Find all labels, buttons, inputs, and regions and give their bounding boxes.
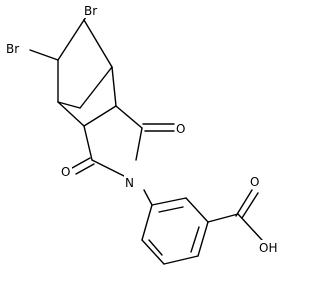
carboxyl-bonds — [207, 189, 263, 241]
imide-ring-bonds — [83, 105, 143, 177]
bond-n-phenyl — [143, 189, 153, 206]
atom-label-oh: OH — [259, 241, 277, 255]
bond-c1-c2 — [83, 19, 113, 68]
bond-carbonyl-right-n — [135, 127, 143, 161]
carbonyl-bonds — [71, 123, 175, 175]
bond-c6-br-left — [29, 49, 59, 61]
ring-inner-double-3 — [148, 239, 163, 256]
ring-bond-3 — [197, 221, 209, 257]
chemical-structure: Br Br O O N O OH — [4, 2, 280, 265]
bond-c7-carbonyl-right — [115, 105, 143, 129]
double-bond-carboxyl-o-a — [235, 189, 253, 217]
bicyclic-core-bonds — [57, 19, 117, 127]
atom-labels: Br Br O O N O OH — [4, 2, 280, 255]
ring-bond-5 — [141, 239, 165, 265]
bond-c4-c3 — [79, 66, 113, 109]
bond-c3a-carbonyl-left — [83, 125, 93, 161]
ring-bond-4 — [163, 255, 199, 265]
ring-inner-double-1 — [158, 206, 184, 213]
ring-bond-1 — [151, 197, 187, 206]
bond-c5-c3a — [57, 101, 85, 127]
atom-label-carboxyl-o: O — [250, 175, 259, 189]
bond-c7-c3a — [83, 105, 117, 127]
atom-label-br-top: Br — [84, 4, 97, 18]
double-bond-o-left-a — [71, 157, 91, 169]
atom-label-o-left: O — [61, 165, 70, 179]
bond-c1-c6 — [57, 19, 85, 61]
bond-c2-c7 — [111, 66, 117, 107]
atom-label-br-left: Br — [6, 42, 19, 56]
benzene-ring-bonds — [141, 197, 209, 265]
bond-carboxyl-oh — [237, 213, 263, 241]
ring-bond-6 — [141, 204, 153, 241]
ring-bond-2 — [185, 197, 209, 223]
atom-label-n: N — [125, 176, 134, 190]
double-bond-o-left-b — [75, 163, 95, 175]
bond-c5-c4 — [57, 101, 81, 109]
bromine-bonds — [29, 13, 89, 61]
atom-label-o-right: O — [176, 122, 185, 136]
ring-inner-double-2 — [190, 226, 200, 253]
bond-ring-carboxyl — [207, 213, 239, 223]
double-bond-carboxyl-o-b — [241, 192, 259, 219]
bond-carbonyl-left-n — [91, 159, 125, 177]
